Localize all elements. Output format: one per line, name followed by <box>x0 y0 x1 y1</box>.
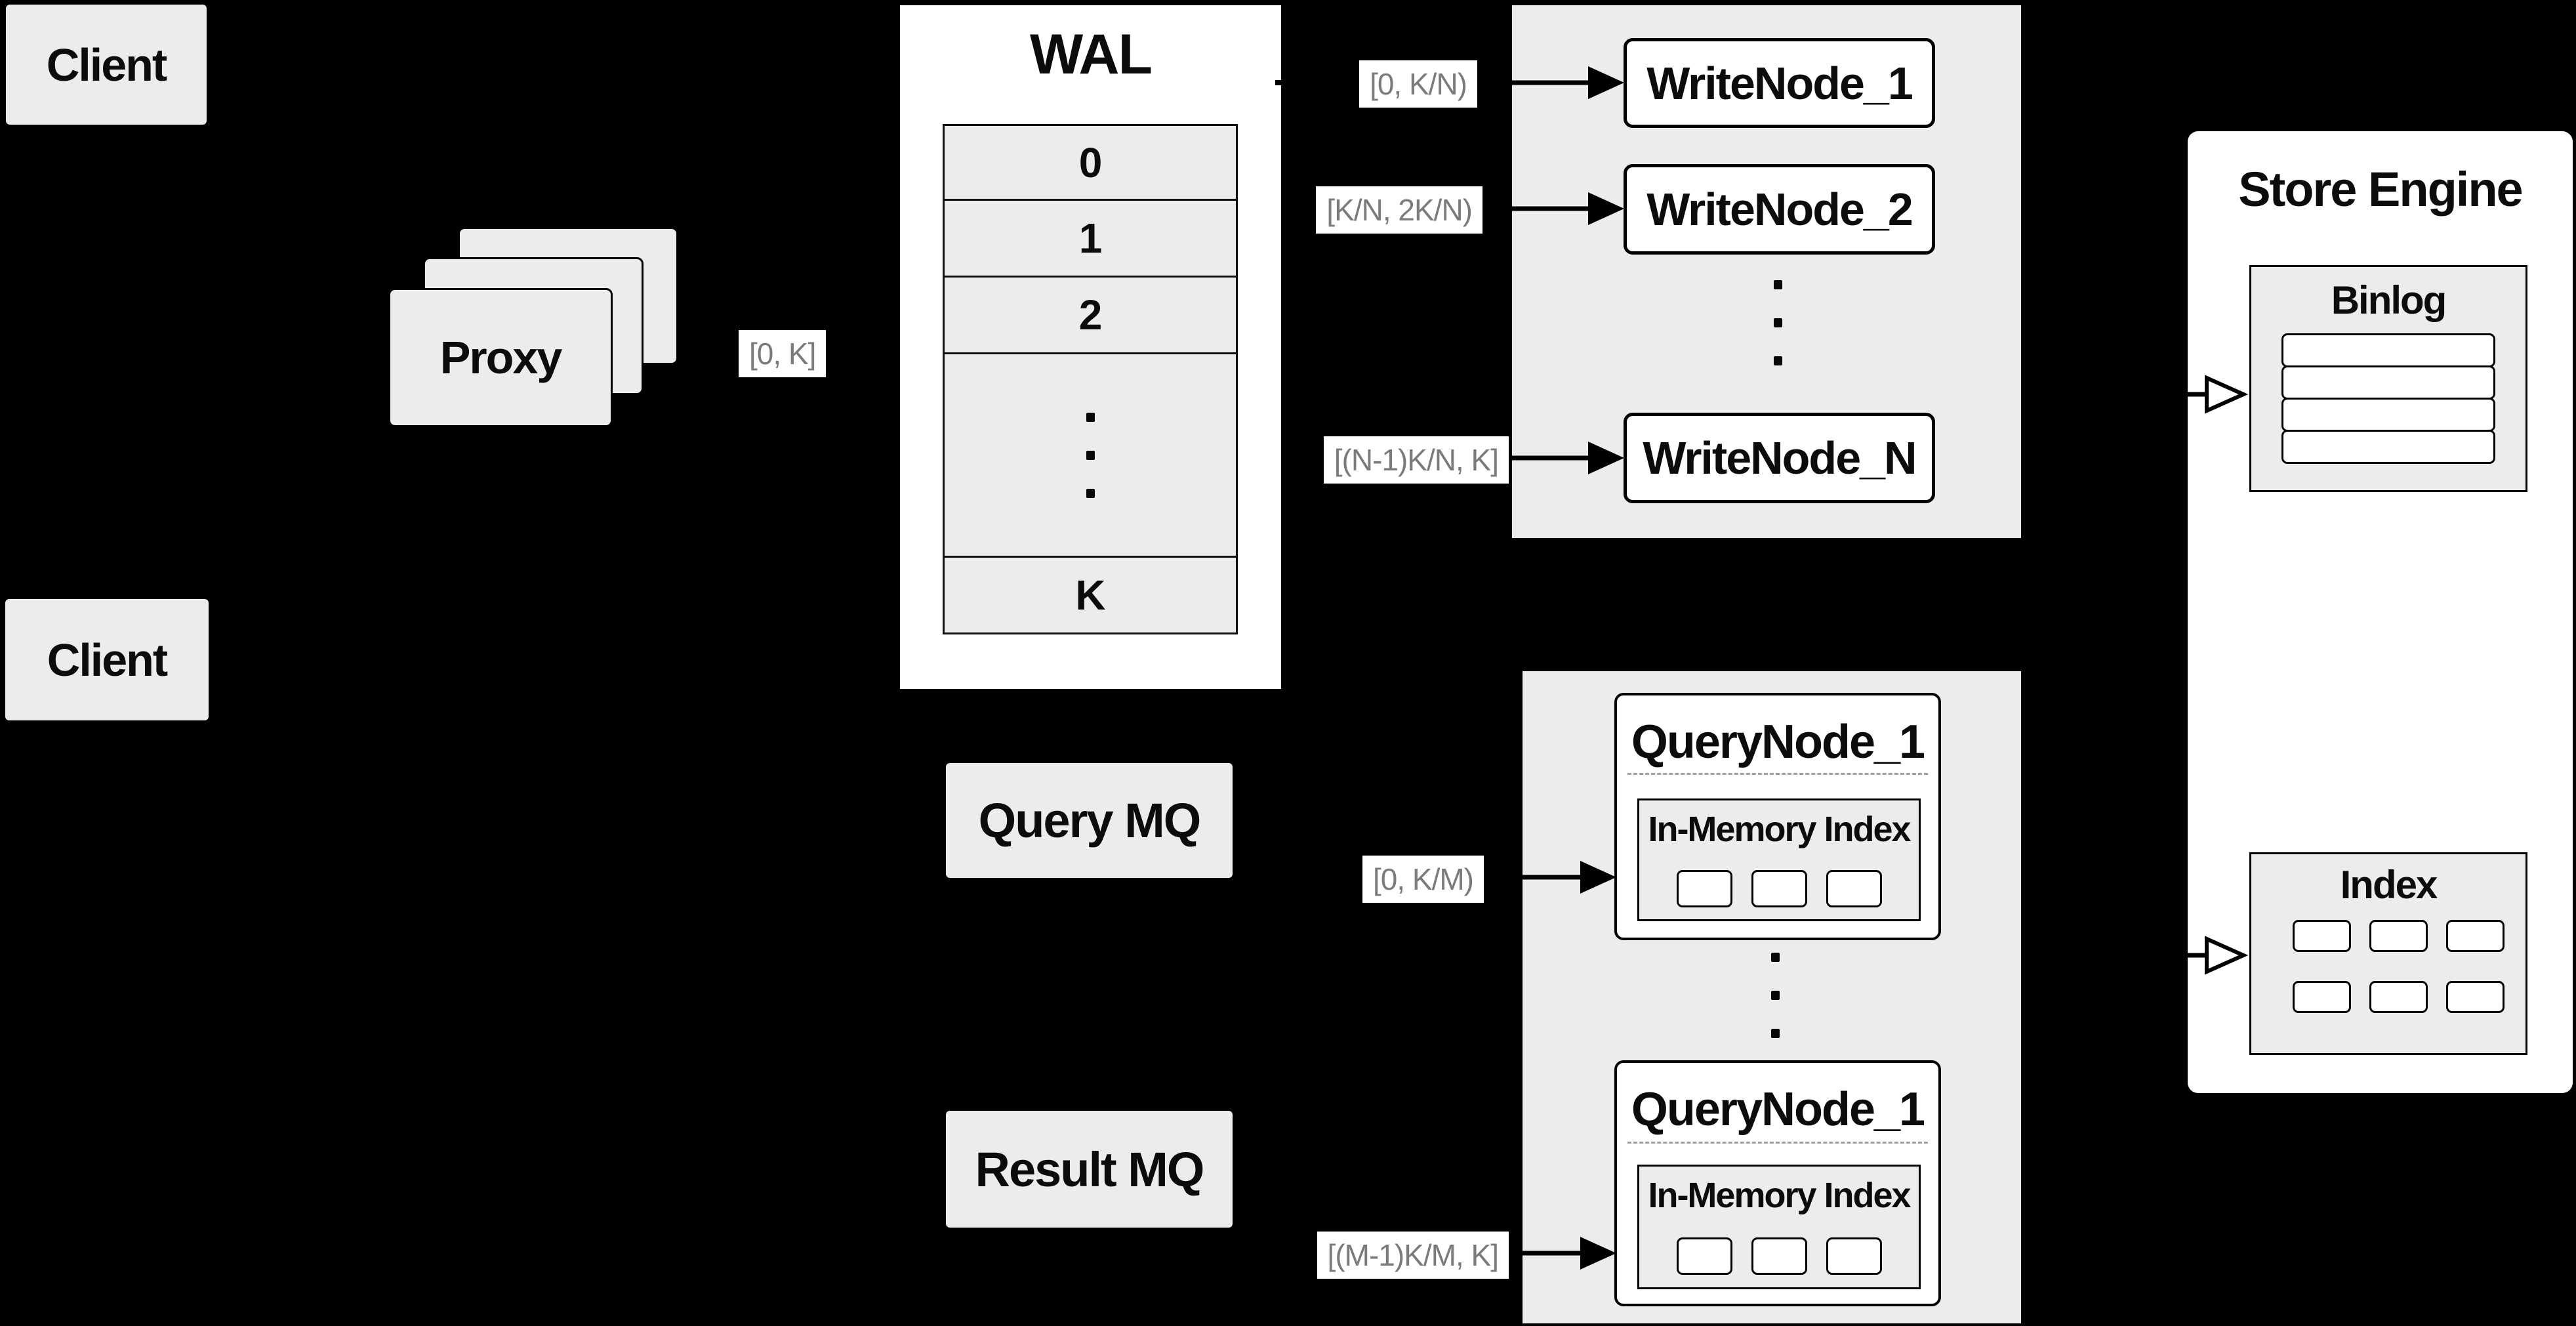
wal-segment-ellipsis <box>943 352 1238 558</box>
range-label-write-node-2: [K/N, 2K/N) <box>1316 186 1482 234</box>
query-mq-box: Query MQ <box>946 763 1233 878</box>
write-node-2-label: WriteNode_2 <box>1646 184 1913 235</box>
wal-segment-list: 0 1 2 K <box>943 124 1238 634</box>
query-node-bottom-box: QueryNode_1 In-Memory Index <box>1614 1060 1941 1306</box>
binlog-row <box>2281 430 2495 464</box>
dot <box>1086 488 1095 498</box>
range-label-text: [0, K/N) <box>1370 67 1467 101</box>
wal-segment-2: 2 <box>943 276 1238 354</box>
store-engine-title: Store Engine <box>2238 162 2523 217</box>
client-top-label: Client <box>46 39 167 91</box>
dashed-divider <box>1627 773 1928 775</box>
range-label-query-node-m: [(M-1)K/M, K] <box>1317 1232 1509 1279</box>
index-cell <box>2293 981 2351 1013</box>
binlog-rows <box>2281 333 2495 464</box>
query-mq-label: Query MQ <box>978 793 1202 848</box>
index-cell <box>2369 981 2428 1013</box>
segment-square <box>1826 1237 1882 1275</box>
proxy-card-front: Proxy <box>388 288 613 427</box>
range-label-write-node-n: [(N-1)K/N, K] <box>1323 436 1509 484</box>
query-node-bottom-title: QueryNode_1 <box>1631 1083 1925 1136</box>
dot <box>1771 1029 1780 1038</box>
store-engine-box: Store Engine Binlog Index <box>2188 131 2573 1093</box>
binlog-box: Binlog <box>2249 265 2527 492</box>
range-label-query-node-1: [0, K/M) <box>1362 856 1484 903</box>
dot <box>1774 280 1782 289</box>
client-bottom-label: Client <box>47 634 168 686</box>
dot <box>1774 356 1782 365</box>
in-memory-index-bottom-box: In-Memory Index <box>1637 1165 1921 1289</box>
segment-square <box>1676 1237 1732 1275</box>
wal-box: WAL 0 1 2 K <box>899 4 1282 690</box>
client-box-top: Client <box>6 5 207 125</box>
binlog-row <box>2281 365 2495 400</box>
write-node-n-box: WriteNode_N <box>1624 413 1935 503</box>
index-cell <box>2446 920 2504 952</box>
dashed-divider <box>1627 1142 1928 1144</box>
wal-segment-0: 0 <box>943 124 1238 201</box>
range-label-text: [0, K/M) <box>1372 862 1474 896</box>
range-label-text: [(M-1)K/M, K] <box>1327 1238 1499 1272</box>
write-node-n-label: WriteNode_N <box>1643 432 1917 484</box>
segment-square <box>1751 870 1807 907</box>
index-title: Index <box>2340 863 2438 907</box>
binlog-title: Binlog <box>2331 278 2447 322</box>
result-mq-box: Result MQ <box>946 1111 1233 1228</box>
binlog-row <box>2281 333 2495 367</box>
range-label-write-node-1: [0, K/N) <box>1359 60 1477 108</box>
dot <box>1774 318 1782 327</box>
dot <box>1771 953 1780 962</box>
result-mq-label: Result MQ <box>975 1142 1205 1197</box>
dot <box>1771 991 1780 1000</box>
index-cell <box>2369 920 2428 952</box>
in-memory-index-top-title: In-Memory Index <box>1648 810 1911 849</box>
segment-square <box>1826 870 1882 907</box>
write-node-2-box: WriteNode_2 <box>1624 164 1935 255</box>
segment-square <box>1676 870 1732 907</box>
index-box: Index <box>2249 852 2527 1055</box>
segment-square <box>1751 1237 1807 1275</box>
client-box-bottom: Client <box>5 599 209 720</box>
wal-segment-k: K <box>943 556 1238 634</box>
query-node-top-box: QueryNode_1 In-Memory Index <box>1614 693 1941 940</box>
range-label-text: [0, K] <box>749 337 816 371</box>
proxy-label: Proxy <box>440 332 563 383</box>
write-node-ellipsis-dots <box>1774 280 1782 365</box>
dot <box>1086 412 1095 422</box>
segment-squares <box>1639 1237 1919 1275</box>
index-cell <box>2446 981 2504 1013</box>
range-label-text: [(N-1)K/N, K] <box>1334 443 1499 477</box>
range-label-proxy-to-wal: [0, K] <box>739 330 827 377</box>
wal-ellipsis-dots <box>1086 412 1095 498</box>
in-memory-index-bottom-title: In-Memory Index <box>1648 1176 1911 1215</box>
in-memory-index-top-box: In-Memory Index <box>1637 798 1921 921</box>
write-node-1-box: WriteNode_1 <box>1624 38 1935 128</box>
query-node-ellipsis-dots <box>1771 953 1780 1038</box>
index-cells <box>2293 920 2509 1013</box>
segment-squares <box>1639 870 1919 907</box>
wal-title: WAL <box>1029 23 1153 86</box>
binlog-row <box>2281 398 2495 432</box>
wal-segment-1: 1 <box>943 199 1238 278</box>
query-node-top-title: QueryNode_1 <box>1631 716 1925 768</box>
index-cell <box>2293 920 2351 952</box>
dot <box>1086 450 1095 460</box>
range-label-text: [K/N, 2K/N) <box>1326 193 1473 227</box>
write-node-1-label: WriteNode_1 <box>1646 57 1913 109</box>
